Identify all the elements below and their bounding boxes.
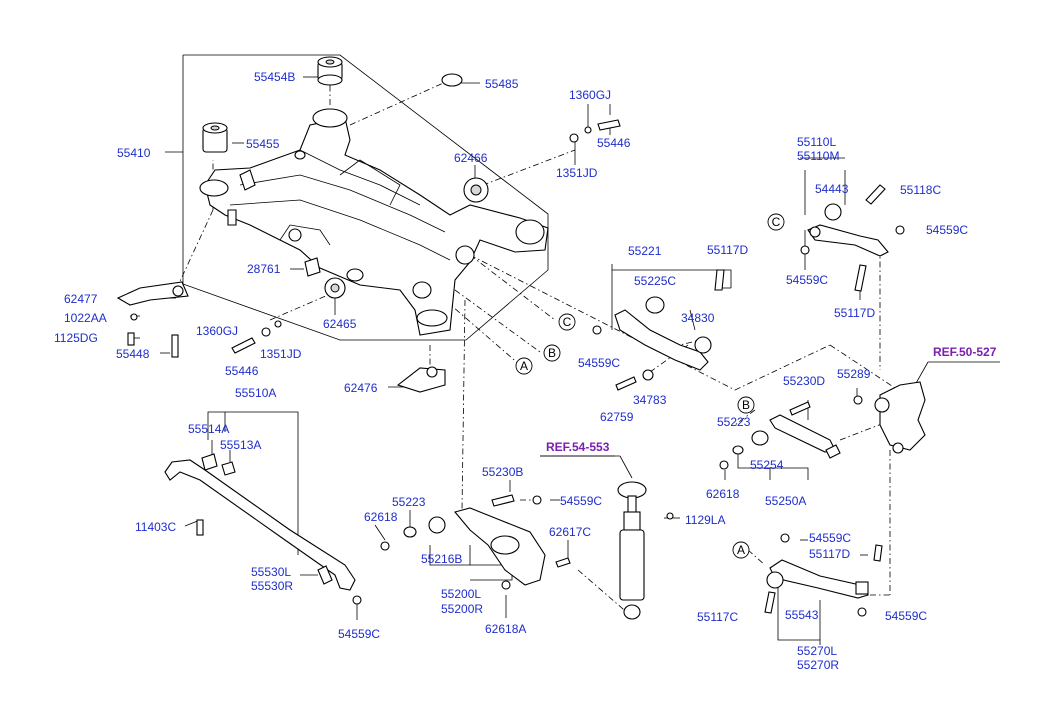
part-label-55454b[interactable]: 55454B — [254, 70, 295, 84]
section-marker-b-label: B — [742, 398, 750, 412]
part-label-55530r[interactable]: 55530R — [251, 579, 293, 593]
section-marker-a-upper: A — [515, 357, 533, 375]
part-label-55223-right[interactable]: 55223 — [717, 415, 751, 429]
part-label-55410[interactable]: 55410 — [117, 146, 151, 160]
section-marker-b-right: B — [737, 396, 755, 414]
part-label-55254[interactable]: 55254 — [750, 458, 784, 472]
part-label-11403c[interactable]: 11403C — [135, 520, 176, 534]
section-marker-c-label: C — [563, 315, 572, 329]
part-label-55230b[interactable]: 55230B — [482, 465, 523, 479]
knuckle — [853, 381, 926, 454]
part-label-54559c-stab[interactable]: 54559C — [338, 627, 380, 641]
section-marker-c-upper: C — [558, 313, 576, 331]
part-label-62476[interactable]: 62476 — [344, 381, 378, 395]
part-label-55446-top[interactable]: 55446 — [597, 136, 631, 150]
part-label-55250a[interactable]: 55250A — [765, 494, 806, 508]
part-label-54559c-link-right[interactable]: 54559C — [885, 609, 927, 623]
ref-54-553-link[interactable]: REF.54-553 — [546, 440, 610, 454]
part-label-1022aa[interactable]: 1022AA — [64, 311, 107, 325]
part-label-1129la[interactable]: 1129LA — [685, 513, 725, 527]
part-label-55543[interactable]: 55543 — [785, 608, 819, 622]
part-label-1360gj-bottom[interactable]: 1360GJ — [196, 324, 238, 338]
part-label-54559c-knuckle-right[interactable]: 54559C — [926, 223, 968, 237]
part-label-55448[interactable]: 55448 — [116, 347, 150, 361]
section-marker-c-right: C — [767, 213, 785, 231]
part-label-55485[interactable]: 55485 — [485, 77, 519, 91]
lateral-arm-55250A — [719, 401, 841, 470]
part-label-62465[interactable]: 62465 — [323, 317, 357, 331]
part-label-1351jd-top[interactable]: 1351JD — [556, 166, 598, 180]
part-label-55270r[interactable]: 55270R — [797, 658, 839, 672]
part-label-54559c-arm[interactable]: 54559C — [578, 356, 620, 370]
part-label-34830[interactable]: 34830 — [681, 311, 715, 325]
section-marker-a-label: A — [737, 543, 745, 557]
bushings-and-small-parts — [116, 56, 621, 393]
part-label-62618a[interactable]: 62618A — [485, 622, 526, 636]
part-label-55118c[interactable]: 55118C — [900, 183, 941, 197]
lower-arm-55200 — [380, 494, 571, 590]
part-label-54443[interactable]: 54443 — [815, 182, 849, 196]
section-marker-a-label: A — [520, 359, 528, 373]
part-label-55230d[interactable]: 55230D — [783, 374, 825, 388]
ref-50-527-link[interactable]: REF.50-527 — [933, 345, 997, 359]
part-label-54559c-link-top[interactable]: 54559C — [809, 531, 851, 545]
trailing-arm-55221 — [592, 269, 725, 391]
part-label-1360gj-top[interactable]: 1360GJ — [569, 88, 611, 102]
part-label-55200r[interactable]: 55200R — [441, 602, 483, 616]
part-label-55117d-link[interactable]: 55117D — [809, 547, 850, 561]
part-label-55110l[interactable]: 55110L — [797, 135, 836, 149]
part-label-28761[interactable]: 28761 — [247, 262, 281, 276]
part-label-55530l[interactable]: 55530L — [251, 565, 291, 579]
part-label-55117d-mid[interactable]: 55117D — [707, 243, 748, 257]
section-marker-c-label: C — [772, 215, 781, 229]
part-labels: 55454B 55485 1360GJ 55446 55410 55455 13… — [54, 70, 968, 672]
part-label-55225c[interactable]: 55225C — [634, 274, 676, 288]
part-label-55117c[interactable]: 55117C — [697, 610, 738, 624]
part-label-55200l[interactable]: 55200L — [441, 587, 481, 601]
part-label-62617c[interactable]: 62617C — [549, 525, 591, 539]
part-label-54559c-low[interactable]: 54559C — [560, 494, 602, 508]
part-label-55223-low[interactable]: 55223 — [392, 495, 426, 509]
dashed-center-lines — [174, 62, 896, 616]
part-label-55117d-knuckle[interactable]: 55117D — [834, 306, 875, 320]
upper-arm-55110 — [800, 184, 905, 292]
section-marker-b-label: B — [548, 346, 556, 360]
crossmember-assembly — [199, 108, 549, 336]
part-label-1351jd-bottom[interactable]: 1351JD — [260, 347, 302, 361]
part-label-55289[interactable]: 55289 — [837, 367, 871, 381]
part-label-34783[interactable]: 34783 — [633, 393, 667, 407]
shock-absorber — [617, 481, 674, 620]
part-label-55221[interactable]: 55221 — [628, 244, 662, 258]
part-label-62618-right[interactable]: 62618 — [706, 487, 740, 501]
part-label-54559c-knuckle-left[interactable]: 54559C — [786, 273, 828, 287]
part-label-55514a[interactable]: 55514A — [188, 422, 229, 436]
part-label-55455[interactable]: 55455 — [246, 137, 280, 151]
section-marker-a-right: A — [732, 541, 750, 559]
part-label-55513a[interactable]: 55513A — [220, 438, 261, 452]
part-label-55510a[interactable]: 55510A — [235, 386, 276, 400]
part-label-55216b[interactable]: 55216B — [421, 552, 462, 566]
part-label-55270l[interactable]: 55270L — [797, 644, 837, 658]
part-label-62759[interactable]: 62759 — [600, 410, 634, 424]
part-label-62466[interactable]: 62466 — [454, 151, 488, 165]
section-marker-b-upper: B — [543, 344, 561, 362]
lower-link-55270 — [764, 533, 883, 617]
part-label-55110m[interactable]: 55110M — [797, 149, 839, 163]
part-label-55446-bottom[interactable]: 55446 — [225, 364, 259, 378]
part-label-62618-low[interactable]: 62618 — [364, 510, 398, 524]
part-label-62477[interactable]: 62477 — [64, 292, 98, 306]
stabilizer-bar — [164, 453, 362, 605]
part-label-1125dg[interactable]: 1125DG — [54, 331, 98, 345]
